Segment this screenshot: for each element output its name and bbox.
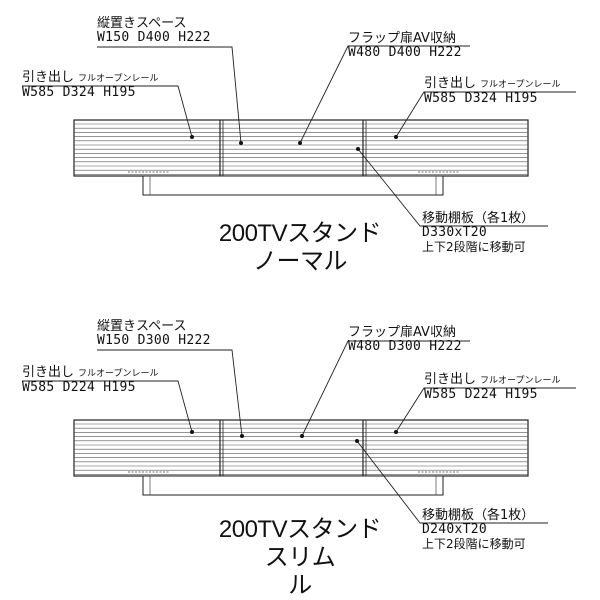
label-dims: W150 D400 H222	[97, 30, 211, 45]
label-flap-door: フラップ扉AV収納 W480 D300 H222	[348, 326, 462, 354]
label-name: 移動棚板（各1枚）	[422, 211, 535, 226]
leader-line	[22, 85, 193, 138]
label-shelf: 移動棚板（各1枚） D240xT20 上下2段階に移動可	[422, 508, 535, 552]
title-line: 200TVスタンド	[218, 516, 382, 543]
label-note: 上下2段階に移動可	[422, 240, 526, 254]
label-dims: W585 D324 H195	[424, 91, 538, 106]
leader-dot	[190, 135, 194, 139]
label-name: 移動棚板（各1枚）	[422, 508, 535, 523]
leader-dot	[298, 141, 302, 145]
diagram-title: 200TVスタンド ノーマル	[190, 220, 410, 276]
leader-dot	[355, 439, 359, 443]
title-line: スリム	[264, 544, 336, 571]
stand-plinth	[142, 175, 444, 196]
leader-dot	[356, 147, 360, 151]
leader-line	[357, 148, 548, 227]
title-line: ノーマル	[253, 248, 348, 275]
label-dims: W480 D400 H222	[348, 45, 462, 60]
stand-body	[73, 119, 529, 177]
title-line: 200TVスタンド	[218, 220, 382, 247]
leader-line	[22, 380, 193, 433]
label-dims: D330xT20	[422, 225, 488, 240]
title-line: ル	[288, 572, 312, 599]
label-dims: D240xT20	[422, 522, 488, 537]
tv-stand-drawing	[22, 45, 576, 227]
label-sub: フルオープンレール	[480, 80, 561, 90]
label-dims: W585 D224 H195	[424, 387, 538, 402]
label-dims: W585 D224 H195	[22, 380, 136, 395]
leader-line	[356, 440, 548, 524]
label-drawer-left: 引き出しフルオープンレール W585 D224 H195	[22, 366, 158, 395]
leader-dot	[190, 430, 194, 434]
leader-dot	[394, 430, 398, 434]
label-vertical-space: 縦置きスペース W150 D300 H222	[97, 320, 211, 348]
stand-plinth	[142, 475, 444, 496]
leader-line	[97, 46, 242, 144]
label-shelf: 移動棚板（各1枚） D330xT20 上下2段階に移動可	[422, 211, 535, 255]
label-name: 引き出し	[22, 365, 75, 380]
label-name: 縦置きスペース	[97, 16, 187, 31]
label-sub: フルオープンレール	[480, 376, 561, 386]
label-note: 上下2段階に移動可	[422, 537, 526, 551]
label-dims: W480 D300 H222	[348, 339, 462, 354]
leader-dot	[394, 135, 398, 139]
leader-line	[97, 349, 243, 437]
label-name: 引き出し	[424, 76, 477, 91]
label-name: フラップ扉AV収納	[348, 325, 456, 340]
diagram-title: 200TVスタンド スリム ル	[190, 516, 410, 600]
label-flap-door: フラップ扉AV収納 W480 D400 H222	[348, 32, 462, 60]
label-drawer-left: 引き出しフルオープンレール W585 D324 H195	[22, 71, 158, 100]
leader-line	[395, 91, 576, 138]
label-name: 引き出し	[424, 372, 477, 387]
leader-line	[301, 340, 470, 437]
label-dims: W585 D324 H195	[22, 85, 136, 100]
diagram-slim: 縦置きスペース W150 D300 H222 フラップ扉AV収納 W480 D3…	[0, 300, 600, 600]
leader-dot	[300, 434, 304, 438]
leader-dot	[240, 434, 244, 438]
label-vertical-space: 縦置きスペース W150 D400 H222	[97, 17, 211, 45]
label-name: 引き出し	[22, 70, 75, 85]
label-drawer-right: 引き出しフルオープンレール W585 D224 H195	[424, 373, 560, 402]
leader-dot	[239, 141, 243, 145]
diagram-normal: 縦置きスペース W150 D400 H222 フラップ扉AV収納 W480 D4…	[22, 17, 576, 276]
label-name: フラップ扉AV収納	[348, 31, 456, 46]
label-dims: W150 D300 H222	[97, 333, 211, 348]
label-drawer-right: 引き出しフルオープンレール W585 D324 H195	[424, 77, 560, 106]
leader-line	[395, 387, 576, 433]
label-sub: フルオープンレール	[78, 74, 159, 84]
label-name: 縦置きスペース	[97, 319, 187, 334]
tv-stand-drawing	[22, 340, 576, 524]
leader-line	[299, 45, 470, 144]
label-sub: フルオープンレール	[78, 369, 159, 379]
